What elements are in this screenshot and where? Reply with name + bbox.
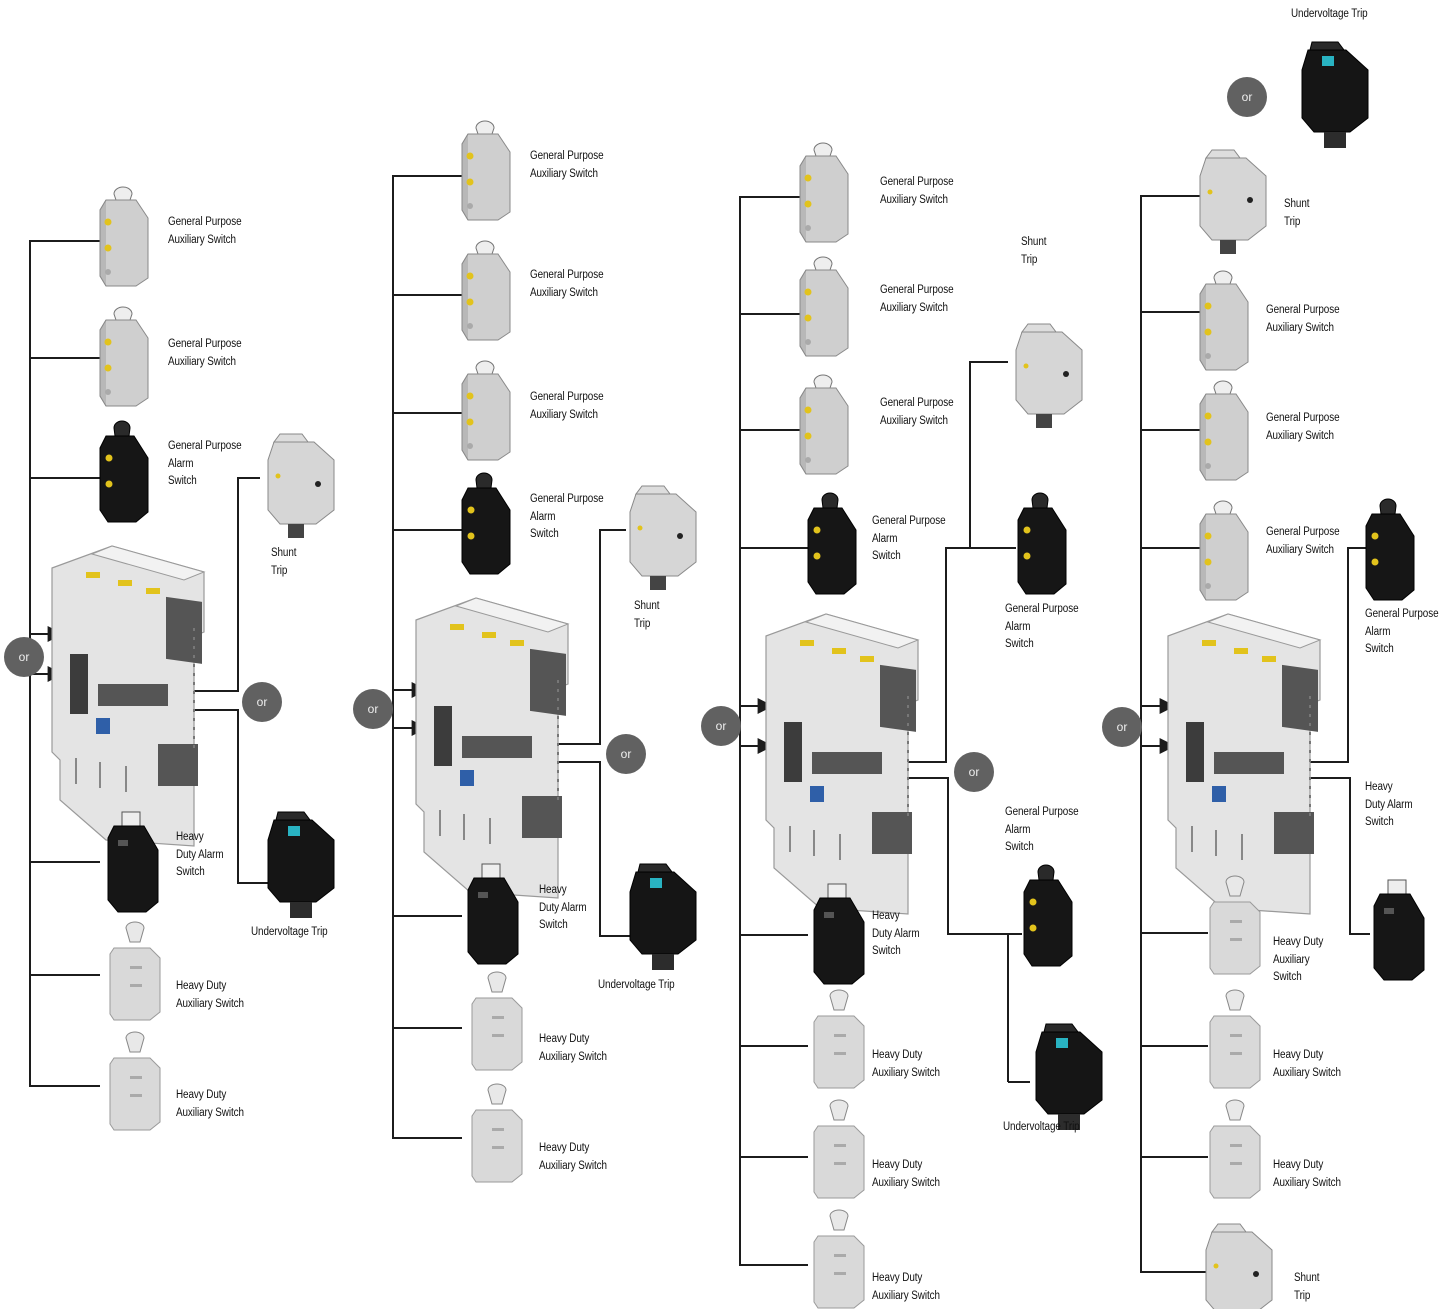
gp-alarm-switch-4 xyxy=(1365,498,1415,601)
panel-2 xyxy=(392,120,697,1183)
label-shunt-trip: Shunt Trip xyxy=(1294,1272,1320,1302)
label-gp-aux-switch: General Purpose Auxiliary Switch xyxy=(1266,304,1340,334)
hd-aux-switch-3b xyxy=(813,1099,865,1199)
hd-aux-switch-3c xyxy=(813,1209,865,1309)
gp-aux-switch-3c xyxy=(799,374,849,475)
label-hd-aux-switch: Heavy Duty Auxiliary Switch xyxy=(1273,1049,1341,1079)
label-hd-aux-switch: Heavy Duty Auxiliary Switch xyxy=(539,1142,607,1172)
breaker-3 xyxy=(765,613,919,915)
hd-aux-switch-2a xyxy=(471,971,523,1071)
shunt-trip-2 xyxy=(629,485,697,591)
label-gp-aux-switch: General Purpose Auxiliary Switch xyxy=(1266,526,1340,556)
gp-aux-switch-1b xyxy=(99,306,149,407)
label-hd-aux-switch: Heavy Duty Auxiliary Switch xyxy=(176,1089,244,1119)
breaker-4 xyxy=(1167,613,1321,915)
shunt-trip-1 xyxy=(267,433,335,539)
shunt-trip-3 xyxy=(1015,323,1083,429)
breaker-1 xyxy=(51,545,205,847)
gp-alarm-switch-3b xyxy=(1017,492,1067,595)
label-hd-alarm-switch: Heavy Duty Alarm Switch xyxy=(872,910,920,957)
shunt-trip-4b xyxy=(1205,1223,1273,1309)
hd-aux-switch-2b xyxy=(471,1083,523,1183)
hd-aux-switch-3a xyxy=(813,989,865,1089)
label-gp-alarm-switch: General Purpose Alarm Switch xyxy=(1005,806,1079,853)
hd-alarm-switch-4 xyxy=(1373,879,1425,981)
gp-aux-switch-1a xyxy=(99,186,149,287)
label-hd-alarm-switch: Heavy Duty Alarm Switch xyxy=(176,831,224,878)
undervoltage-trip-1 xyxy=(267,811,335,919)
label-shunt-trip: Shunt Trip xyxy=(634,600,660,630)
label-gp-alarm-switch: General Purpose Alarm Switch xyxy=(872,515,946,562)
label-hd-alarm-switch: Heavy Duty Alarm Switch xyxy=(539,884,587,931)
label-gp-aux-switch: General Purpose Auxiliary Switch xyxy=(530,269,604,299)
gp-aux-switch-4a xyxy=(1199,270,1249,371)
label-shunt-trip: Shunt Trip xyxy=(1021,236,1047,266)
or-badge: or xyxy=(606,734,646,774)
gp-aux-switch-2a xyxy=(461,120,511,221)
gp-aux-switch-3b xyxy=(799,256,849,357)
gp-aux-switch-4b xyxy=(1199,380,1249,481)
gp-alarm-switch-2 xyxy=(461,472,511,575)
label-hd-alarm-switch: Heavy Duty Alarm Switch xyxy=(1365,781,1413,828)
label-gp-alarm-switch: General Purpose Alarm Switch xyxy=(530,493,604,540)
or-badge: or xyxy=(242,682,282,722)
label-gp-alarm-switch: General Purpose Alarm Switch xyxy=(1005,603,1079,650)
gp-aux-switch-4c xyxy=(1199,500,1249,601)
undervoltage-trip-4 xyxy=(1301,41,1369,149)
label-shunt-trip: Shunt Trip xyxy=(271,547,297,577)
undervoltage-trip-2 xyxy=(629,863,697,971)
undervoltage-trip-3 xyxy=(1035,1023,1103,1131)
breaker-2 xyxy=(415,597,569,899)
label-hd-aux-switch: Heavy Duty Auxiliary Switch xyxy=(872,1272,940,1302)
label-hd-aux-switch: Heavy Duty Auxiliary Switch xyxy=(872,1049,940,1079)
label-hd-aux-switch: Heavy Duty Auxiliary Switch xyxy=(539,1033,607,1063)
or-badge: or xyxy=(701,706,741,746)
label-gp-alarm-switch: General Purpose Alarm Switch xyxy=(168,440,242,487)
label-hd-aux-switch: Heavy Duty Auxiliary Switch xyxy=(872,1159,940,1189)
or-badge: or xyxy=(954,752,994,792)
gp-alarm-switch-3 xyxy=(807,492,857,595)
label-undervoltage-trip: Undervoltage Trip xyxy=(1003,1121,1080,1133)
hd-aux-switch-1a xyxy=(109,921,161,1021)
hd-aux-switch-1b xyxy=(109,1031,161,1131)
label-shunt-trip: Shunt Trip xyxy=(1284,198,1310,228)
label-gp-aux-switch: General Purpose Auxiliary Switch xyxy=(880,284,954,314)
label-gp-aux-switch: General Purpose Auxiliary Switch xyxy=(168,216,242,246)
or-badge: or xyxy=(353,689,393,729)
gp-aux-switch-2b xyxy=(461,240,511,341)
gp-alarm-switch-1 xyxy=(99,420,149,523)
label-undervoltage-trip: Undervoltage Trip xyxy=(251,926,328,938)
label-gp-aux-switch: General Purpose Auxiliary Switch xyxy=(1266,412,1340,442)
gp-aux-switch-3a xyxy=(799,142,849,243)
hd-aux-switch-4b xyxy=(1209,989,1261,1089)
or-badge: or xyxy=(1227,77,1267,117)
or-badge: or xyxy=(1102,707,1142,747)
label-hd-aux-switch: Heavy Duty Auxiliary Switch xyxy=(1273,1159,1341,1189)
label-hd-aux-switch: Heavy Duty Auxiliary Switch xyxy=(176,980,244,1010)
label-gp-aux-switch: General Purpose Auxiliary Switch xyxy=(168,338,242,368)
label-gp-aux-switch: General Purpose Auxiliary Switch xyxy=(530,391,604,421)
shunt-trip-4a xyxy=(1199,149,1267,255)
label-gp-alarm-switch: General Purpose Alarm Switch xyxy=(1365,608,1439,655)
panel-4 xyxy=(1140,41,1425,1309)
gp-alarm-switch-3c xyxy=(1023,864,1073,967)
label-hd-aux-switch: Heavy Duty Auxiliary Switch xyxy=(1273,936,1324,983)
label-gp-aux-switch: General Purpose Auxiliary Switch xyxy=(880,176,954,206)
label-undervoltage-trip: Undervoltage Trip xyxy=(1291,8,1368,20)
hd-aux-switch-4c xyxy=(1209,1099,1261,1199)
gp-aux-switch-2c xyxy=(461,360,511,461)
or-badge: or xyxy=(4,637,44,677)
label-gp-aux-switch: General Purpose Auxiliary Switch xyxy=(880,397,954,427)
label-undervoltage-trip: Undervoltage Trip xyxy=(598,979,675,991)
label-gp-aux-switch: General Purpose Auxiliary Switch xyxy=(530,150,604,180)
